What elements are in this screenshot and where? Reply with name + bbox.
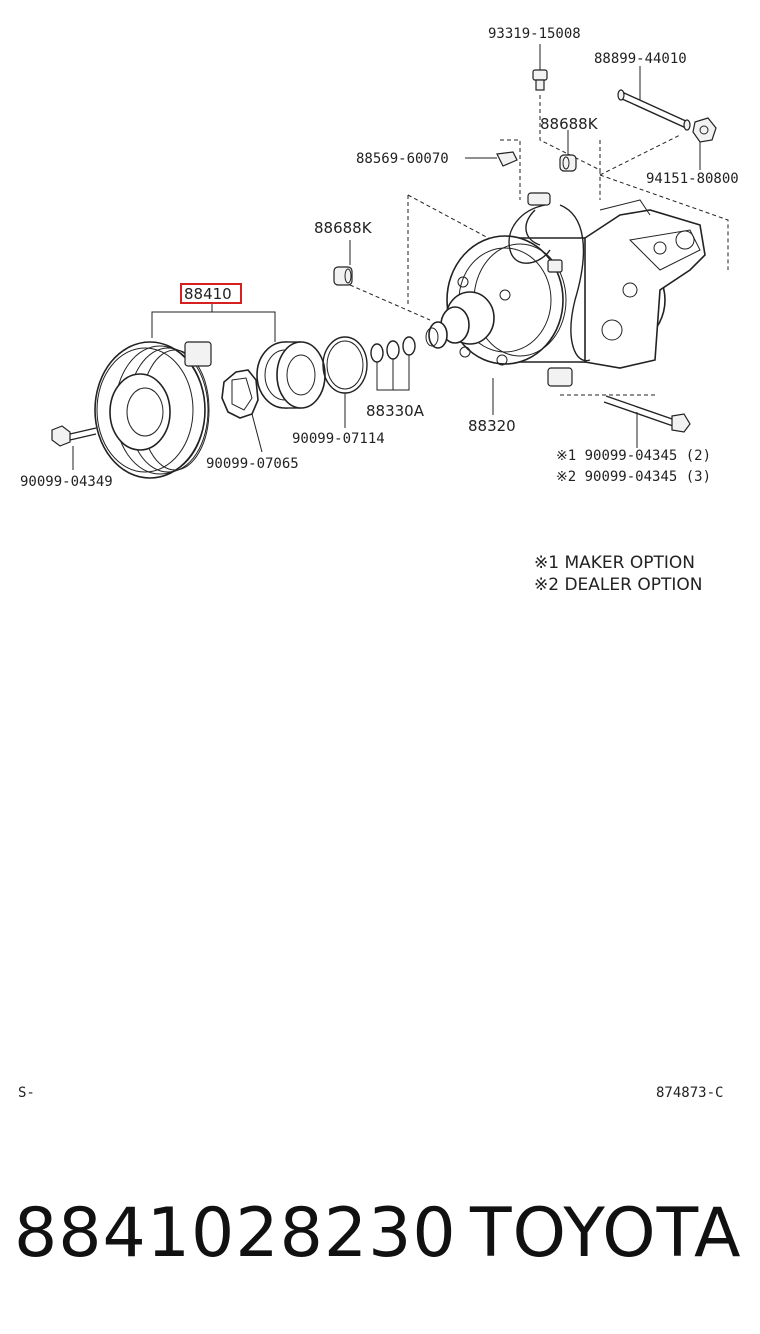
bolt-90099-04349 — [51, 425, 97, 470]
shim-90099-07065 — [221, 369, 263, 453]
shims-88330a — [370, 336, 416, 391]
snap-ring-90099-07114 — [322, 336, 368, 428]
label-90099-07065: 90099-07065 — [206, 456, 299, 472]
footer-right-code: 874873-C — [656, 1085, 723, 1101]
label-94151-80800: 94151-80800 — [646, 171, 739, 187]
label-90099-04345-dealer: ※2 90099-04345 (3) — [556, 469, 711, 485]
stud-88899 — [617, 66, 691, 131]
label-93319-15008: 93319-15008 — [488, 26, 581, 42]
label-90099-04345-maker: ※1 90099-04345 (2) — [556, 448, 711, 464]
label-88320: 88320 — [468, 417, 516, 435]
highlight-box — [180, 283, 242, 304]
pulley-88410 — [94, 341, 212, 479]
collar-88688k-left — [333, 240, 353, 286]
bolt-90099-04345 — [603, 395, 691, 448]
clip-88569 — [465, 151, 518, 167]
label-90099-04349: 90099-04349 — [20, 474, 113, 490]
bearing-ring — [256, 341, 326, 409]
label-88410: 88410 — [184, 285, 232, 303]
part-number: 8841028230 — [14, 1194, 457, 1273]
note-maker-option: ※1 MAKER OPTION — [534, 553, 695, 573]
footer-left-code: S- — [18, 1085, 35, 1101]
brand-name: TOYOTA — [469, 1194, 741, 1273]
label-88569-60070: 88569-60070 — [356, 151, 449, 167]
nut-94151 — [692, 117, 717, 170]
collar-88688k-top — [559, 130, 577, 172]
label-88688k-left: 88688K — [314, 219, 373, 237]
label-90099-07114: 90099-07114 — [292, 431, 385, 447]
compressor-assembly — [349, 95, 729, 396]
label-88330a: 88330A — [366, 402, 425, 420]
label-88899-44010: 88899-44010 — [594, 51, 687, 67]
label-88688k-top: 88688K — [540, 115, 599, 133]
bolt-93319 — [532, 44, 548, 91]
note-dealer-option: ※2 DEALER OPTION — [534, 575, 702, 595]
